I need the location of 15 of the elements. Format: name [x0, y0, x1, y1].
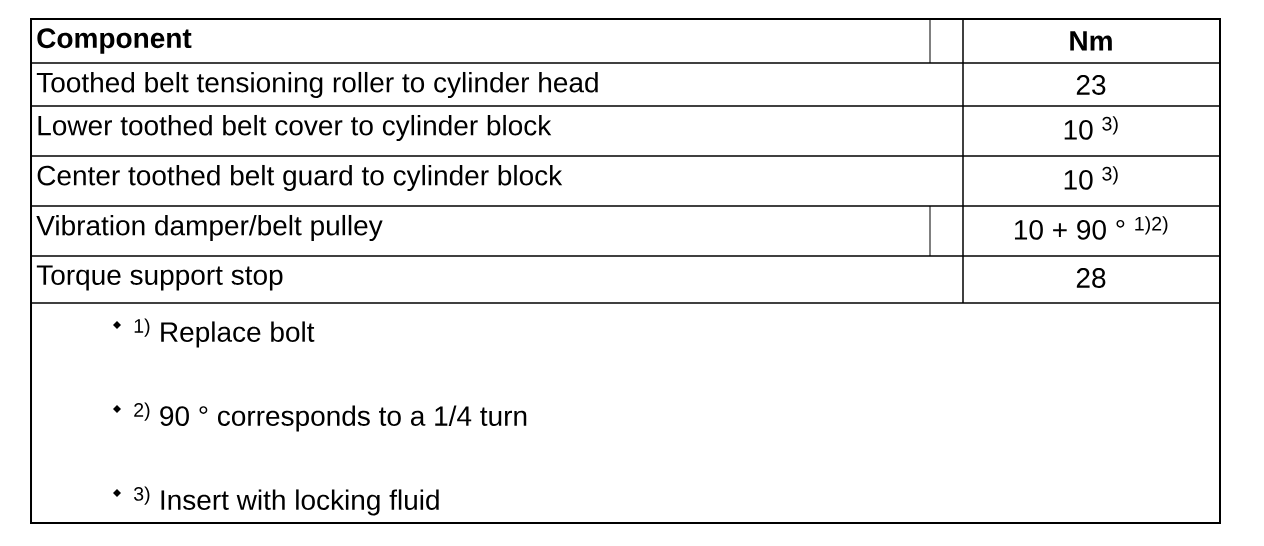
torque-value: 10 + 90 ° $^{1)2)}$ [1015, 216, 1168, 240]
torque-value: 23 [1076, 75, 1106, 95]
component-name: Torque support stop [36, 265, 283, 291]
footnote: $^{1)}$ Replace bolt [134, 318, 315, 348]
column-header: Nm [1070, 31, 1112, 51]
component-name: Lower toothed belt cover to cylinder block [38, 114, 552, 142]
component-name: Toothed belt tensioning roller to cylinder head [36, 71, 598, 99]
component-name: Vibration damper/belt pulley [36, 214, 383, 242]
footnote: $^{3)}$ Insert with locking fluid [133, 486, 439, 516]
torque-value: 10 $^{3)}$ [1064, 166, 1118, 190]
column-header: Component [37, 28, 192, 54]
torque-value: 28 [1076, 268, 1106, 288]
footnote: $^{2)}$ 90 ° corresponds to a 1/4 turn [134, 402, 527, 432]
component-name: Center toothed belt guard to cylinder block [37, 164, 563, 192]
torque-value: 10 $^{3)}$ [1064, 116, 1118, 140]
